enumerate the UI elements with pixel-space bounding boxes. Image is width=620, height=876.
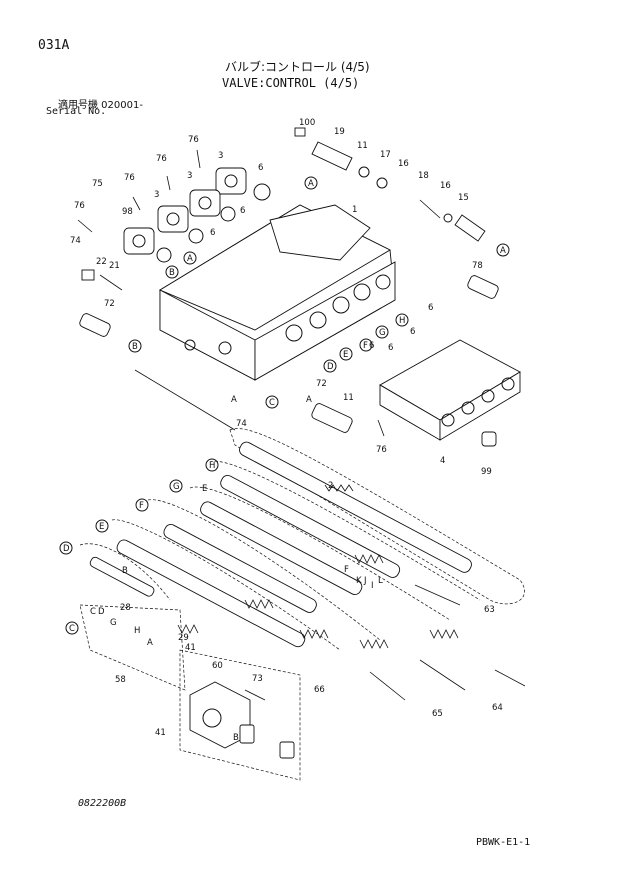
callout-64: 64 [492, 703, 503, 713]
callout-11: 11 [357, 141, 368, 151]
callout-15: 15 [458, 193, 469, 203]
title-japanese: バルブ:コントロール (4/5) [225, 60, 370, 74]
callout-29: 29 [178, 633, 189, 643]
bolts-76 [77, 149, 385, 437]
callout-18: 18 [418, 171, 429, 181]
callout-letter-a2: A [500, 246, 506, 256]
serial-label-english: Serial No. [46, 106, 107, 117]
callout-letter-h3: H [134, 626, 140, 636]
callout-60: 60 [212, 661, 223, 671]
callout-72b: 72 [316, 379, 327, 389]
callout-letter-d2: D [63, 544, 70, 554]
callout-2: 2 [328, 481, 333, 491]
callout-41a: 41 [185, 643, 196, 653]
valve-sub-body-4 [379, 339, 521, 447]
callout-4: 4 [440, 456, 445, 466]
callout-letter-b3: B [233, 733, 239, 743]
long-bolts [369, 584, 526, 701]
callout-78: 78 [472, 261, 483, 271]
callout-76d: 76 [74, 201, 85, 211]
top-right-components [79, 127, 499, 433]
callout-28: 28 [120, 603, 131, 613]
callout-73: 73 [252, 674, 263, 684]
callout-22: 22 [96, 257, 107, 267]
callout-letter-c3: C [90, 607, 96, 617]
callout-19: 19 [334, 127, 345, 137]
callout-76e: 76 [376, 445, 387, 455]
callout-6e: 6 [410, 327, 415, 337]
callout-98: 98 [122, 207, 133, 217]
number-callouts: 100 19 11 17 16 18 16 15 76 76 76 75 3 3… [70, 118, 503, 738]
callout-6b: 6 [240, 206, 245, 216]
callout-letter-a3: A [187, 254, 193, 264]
callout-76c: 76 [124, 173, 135, 183]
callout-11b: 11 [343, 393, 354, 403]
page-code: 031A [38, 38, 70, 53]
valve-body-1 [159, 204, 396, 381]
callout-16: 16 [398, 159, 409, 169]
flange-parts-3 [123, 167, 271, 263]
callout-72a: 72 [104, 299, 115, 309]
callout-99: 99 [481, 467, 492, 477]
callout-letter-a4: A [231, 395, 237, 405]
callout-letter-e3: E [202, 484, 207, 494]
drawing-id: 0822200B [78, 798, 127, 809]
callout-41b: 41 [155, 728, 166, 738]
callout-letter-d: D [327, 362, 334, 372]
callout-3a: 3 [218, 151, 223, 161]
callout-6f: 6 [388, 343, 393, 353]
callout-58: 58 [115, 675, 126, 685]
callout-21: 21 [109, 261, 120, 271]
callout-letter-b2: B [132, 342, 138, 352]
serial-label-japanese: 適用号機 020001- [58, 100, 143, 111]
callout-3c: 3 [154, 190, 159, 200]
callout-74a: 74 [70, 236, 81, 246]
callout-letter-i: I [371, 581, 374, 591]
callout-letter-l: L [378, 576, 383, 586]
callout-letter-g: G [379, 328, 386, 338]
callout-75: 75 [92, 179, 103, 189]
callout-letter-e: E [343, 350, 348, 360]
callout-letter-f: F [363, 341, 368, 351]
section-oval-outlines [79, 369, 525, 781]
title-english: VALVE:CONTROL (4/5) [222, 76, 360, 90]
spools [89, 441, 472, 648]
callout-letter-f3: F [344, 565, 349, 575]
callout-letter-g2: G [173, 482, 180, 492]
callout-letter-h2: H [209, 461, 215, 471]
callout-letter-g3: G [110, 618, 117, 628]
callout-17: 17 [380, 150, 391, 160]
callout-letter-a1: A [308, 179, 314, 189]
callout-letter-b4: B [122, 566, 128, 576]
callout-letter-c2: C [69, 624, 75, 634]
callout-letter-a5: A [306, 395, 312, 405]
callout-76a: 76 [188, 135, 199, 145]
callout-65: 65 [432, 709, 443, 719]
callout-letter-b1: B [169, 268, 175, 278]
callout-letter-d3: D [98, 607, 105, 617]
callout-100: 100 [299, 118, 315, 128]
springs [177, 484, 459, 649]
callout-6d: 6 [428, 303, 433, 313]
book-reference: PBWK-E1-1 [476, 837, 531, 848]
callout-66: 66 [314, 685, 325, 695]
callout-1: 1 [352, 205, 357, 215]
callout-letter-a6: A [147, 638, 153, 648]
letter-callouts: A A A B B C D E F G H A A B C D E F G H … [59, 176, 510, 743]
callout-6c: 6 [210, 228, 215, 238]
callout-letter-h: H [399, 316, 405, 326]
callout-63: 63 [484, 605, 495, 615]
callout-6a: 6 [258, 163, 263, 173]
callout-16b: 16 [440, 181, 451, 191]
callout-74b: 74 [236, 419, 247, 429]
callout-letter-j: J [363, 576, 367, 586]
callout-letter-e2: E [99, 522, 104, 532]
callout-letter-f2: F [139, 501, 144, 511]
bottom-block-60 [189, 681, 295, 759]
callout-3b: 3 [187, 171, 192, 181]
callout-76b: 76 [156, 154, 167, 164]
callout-letter-c: C [269, 398, 275, 408]
callout-letter-k: K [356, 576, 362, 586]
